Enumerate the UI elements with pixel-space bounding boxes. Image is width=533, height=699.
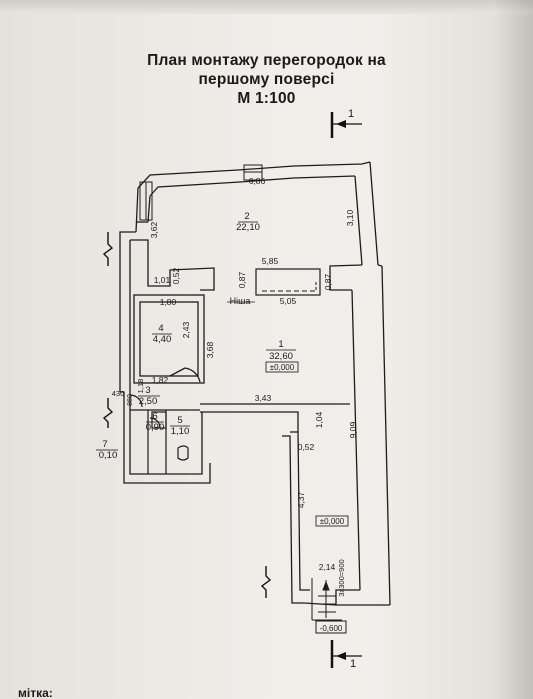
room-2-area: 22,10 [236,222,260,233]
plan-scale: М 1:100 [237,90,296,107]
room-labels: 2 22,10 1 32,60 ±0,000 4 4,40 3 2,50 5 1… [96,211,299,461]
room-4-partition [133,294,205,384]
dim-wc-wall: 3,43 [255,393,272,403]
dim-room4-door: 1,82 [152,375,169,385]
dim-small-430: 430 [112,389,125,398]
room-1-level: ±0,000 [270,363,295,372]
room-7-area: 0,10 [99,450,118,461]
room-1-area: 32,60 [269,351,293,362]
room-1-number: 1 [278,339,283,350]
level-lower: ±0,000 [320,517,345,526]
dim-corridor-width: 1,01 [154,275,171,285]
room-4-area: 4,40 [153,334,172,345]
room-4-number: 4 [158,323,163,334]
dim-right-notch: 0,87 [323,273,333,290]
wall-break-marks [102,232,272,598]
entrance-stairs [311,578,347,634]
level-marks: ±0,000 -0,600 [315,515,349,633]
dim-right-upper: 3,10 [345,209,355,226]
bathroom-partitions [129,394,200,474]
dim-wc-depth: 1,04 [314,411,324,428]
dim-niche-left-depth: 0,87 [237,271,247,288]
dim-corridor-lower: 0,52 [298,442,315,452]
level-outside: -0,600 [320,624,343,633]
dim-room4-width: 1,80 [160,297,177,307]
plan-title-line-1: План монтажу перегородок на [147,52,386,69]
niche-label: Ніша [230,296,251,306]
room-2-number: 2 [244,211,249,222]
room-6-number: 6 [152,411,157,422]
dim-left-upper: 3,62 [149,221,159,238]
paper-top-edge [0,0,533,14]
plan-title-line-2: першому поверсі [198,71,335,88]
dim-niche-width: 5,85 [262,256,279,266]
dim-niche-length: 5,05 [280,296,297,306]
room-6-area: 0,90 [146,422,165,433]
niche [227,268,321,303]
dim-room4-height: 2,43 [181,321,191,338]
section-mark-top-label: 1 [348,108,354,120]
section-mark-top: 1 [330,108,362,138]
room-3-number: 3 [145,385,150,396]
dim-stair-width: 2,14 [319,562,336,572]
room-7-number: 7 [102,439,107,450]
dim-corridor-depth: 0,52 [171,267,181,284]
room-3-area: 2,50 [139,396,158,407]
dim-small-118: 1,18 [136,379,145,394]
section-mark-bottom-label: 1 [350,658,356,670]
dim-room4-side: 3,68 [205,341,215,358]
dim-stair-steps: 3x300=900 [337,559,346,596]
room-5-number: 5 [177,415,182,426]
room-5-area: 1,10 [171,426,190,437]
footer-cut-text: мітка: [18,686,53,699]
dimension-labels: 6,86 3,10 9,09 0,87 3,62 1,01 0,52 5,85 … [112,176,358,597]
paper-edge-shadow [493,0,533,699]
dim-top-width: 6,86 [249,176,266,186]
dim-lower-left: 4,37 [296,491,306,508]
section-mark-bottom: 1 [330,640,362,670]
dim-right-lower: 9,09 [348,421,358,438]
dim-small-860: 860 [127,394,134,406]
windows [139,164,263,221]
